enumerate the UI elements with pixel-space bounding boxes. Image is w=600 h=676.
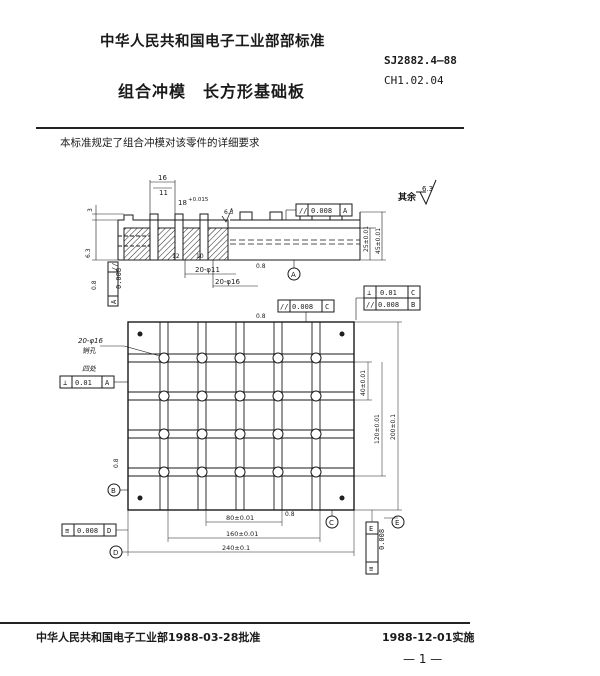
dim-h3: 3 xyxy=(87,208,94,212)
dim-16: 16 xyxy=(158,174,167,182)
svg-text:A: A xyxy=(105,379,110,387)
dim-h63: 6.3 xyxy=(85,248,92,258)
effective-date: 1988-12-01实施 xyxy=(382,631,475,644)
rough-bottom: 0.8 xyxy=(256,263,266,270)
span-y: 120±0.01 xyxy=(374,414,381,444)
rough-top: 6.3 xyxy=(224,209,234,216)
rough-left-section: 0.8 xyxy=(91,280,98,290)
svg-text:0.008: 0.008 xyxy=(311,207,332,215)
plan-rough-top: 0.8 xyxy=(256,313,266,320)
surface-roughness-value: 6.3 xyxy=(422,185,433,193)
svg-text://: // xyxy=(280,303,288,311)
svg-text://: // xyxy=(366,301,374,309)
datum-e: E xyxy=(395,519,399,527)
svg-text:0.008: 0.008 xyxy=(378,301,399,309)
svg-text:C: C xyxy=(325,303,329,311)
svg-text:⊥: ⊥ xyxy=(63,379,67,387)
surface-finish-note: 其余 6.3 xyxy=(398,179,437,206)
thickness-25: 25±0.01 xyxy=(363,226,370,252)
plan-rough-bottom: 0.8 xyxy=(285,511,295,518)
page-number: — 1 — xyxy=(403,652,443,666)
dim-18: 18 xyxy=(178,199,187,207)
svg-text:0.01: 0.01 xyxy=(380,289,397,297)
svg-text:≡: ≡ xyxy=(65,527,69,535)
dim-11: 11 xyxy=(159,189,168,197)
approval-line: 中华人民共和国电子工业部1988-03-28批准 xyxy=(36,631,261,644)
fcf-parallel-c: // 0.008 C xyxy=(277,299,335,322)
fcf-symmetry-d: ≡ 0.008 D xyxy=(61,523,128,537)
plan-rough-left: 0.8 xyxy=(113,458,120,468)
plan-note: 四处 xyxy=(82,365,97,373)
slot-tolerance: +0.015 xyxy=(188,197,209,203)
span-x: 160±0.01 xyxy=(226,530,258,538)
svg-text:0.008: 0.008 xyxy=(77,527,98,535)
header-rule xyxy=(36,127,464,129)
svg-text://: // xyxy=(299,207,307,215)
svg-text:0.008: 0.008 xyxy=(378,529,386,550)
fcf-perp-a: ⊥ 0.01 A xyxy=(59,375,128,389)
fcf-left-vertical: // 0.008 A xyxy=(107,261,123,307)
svg-text:0.008: 0.008 xyxy=(292,303,313,311)
plan-view: 20-φ16 销孔 四处 ⊥ 0.01 A 0.8 B C 40±0.01 xyxy=(59,321,405,575)
svg-text:A: A xyxy=(343,207,348,215)
thickness-45: 45±0.01 xyxy=(375,228,382,254)
dim-12: 12 xyxy=(172,253,180,260)
fcf-symmetry-e: E 0.008 ≡ xyxy=(365,510,386,575)
document-title-b: 长方形基础板 xyxy=(203,82,306,101)
part-code: CH1.02.04 xyxy=(384,74,444,87)
datum-c: C xyxy=(329,519,334,527)
plan-hole-label: 20-φ16 xyxy=(78,337,104,345)
datum-b: B xyxy=(111,487,116,495)
fcf-parallel-a: // 0.008 A xyxy=(285,203,353,220)
fcf-perp-c: ⊥ 0.01 C xyxy=(363,285,421,299)
svg-text:D: D xyxy=(107,527,111,535)
svg-text:B: B xyxy=(411,301,415,309)
plan-hole-label2: 销孔 xyxy=(82,347,97,355)
hole-a-label: 20-φ11 xyxy=(195,266,220,274)
technical-drawing: 其余 6.3 xyxy=(59,174,437,575)
pitch-y: 40±0.01 xyxy=(360,370,367,396)
document-title-a: 组合冲模 xyxy=(118,82,187,101)
section-view: 16 11 18 +0.015 3 6.3 20-φ11 20-φ16 12 1… xyxy=(85,174,386,307)
fcf-parallel-b: // 0.008 B xyxy=(355,297,421,320)
svg-text:≡: ≡ xyxy=(369,565,373,573)
svg-text://: // xyxy=(111,263,119,271)
datum-a: A xyxy=(291,271,296,279)
footer-rule xyxy=(0,622,470,624)
pitch-x: 80±0.01 xyxy=(226,514,254,522)
datum-d: D xyxy=(113,549,118,557)
total-x: 240±0.1 xyxy=(222,544,250,552)
svg-text:C: C xyxy=(411,289,415,297)
hole-b-label: 20-φ16 xyxy=(215,278,241,286)
intro-text: 本标准规定了组合冲模对该零件的详细要求 xyxy=(60,137,260,149)
svg-text:0.01: 0.01 xyxy=(75,379,92,387)
svg-text:⊥: ⊥ xyxy=(367,289,371,297)
standard-number: SJ2882.4—88 xyxy=(384,54,457,67)
svg-text:E: E xyxy=(369,525,373,533)
dim-10: 10 xyxy=(196,253,204,260)
svg-text:A: A xyxy=(110,299,118,304)
surface-note-label: 其余 xyxy=(398,191,417,203)
standard-organization: 中华人民共和国电子工业部部标准 xyxy=(100,34,325,50)
total-y: 200±0.1 xyxy=(390,414,397,440)
svg-text:0.008: 0.008 xyxy=(115,268,123,289)
